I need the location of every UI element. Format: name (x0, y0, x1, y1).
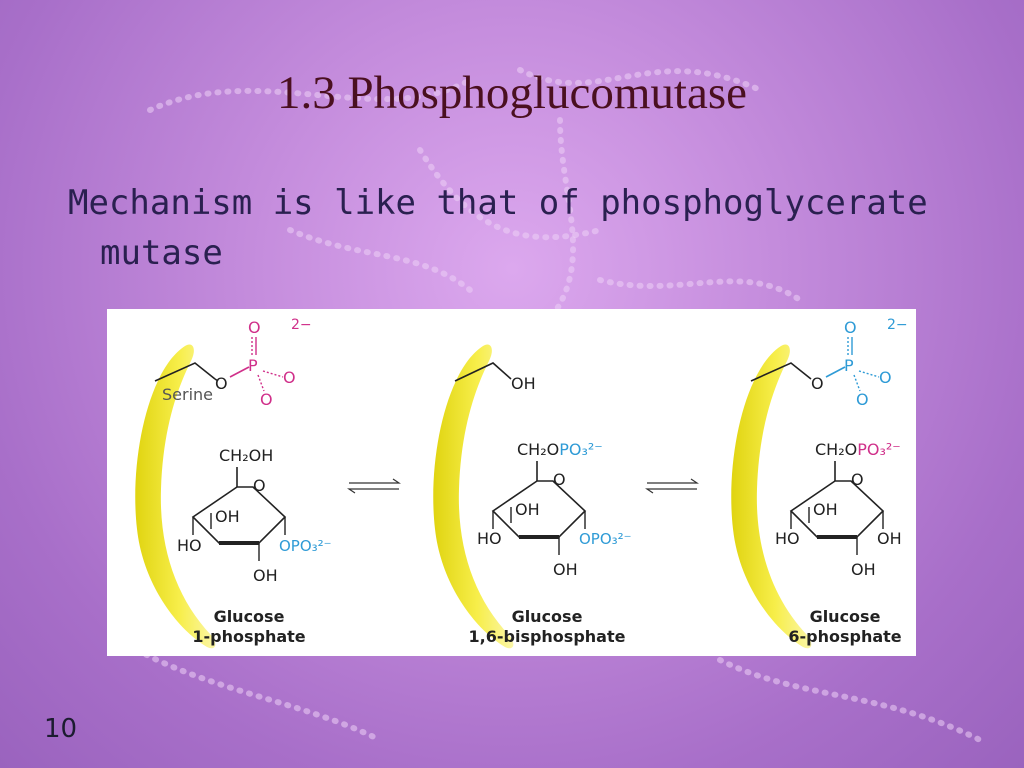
ring-o: O (553, 470, 566, 489)
c3-oh: OH (813, 500, 838, 519)
ring-o: O (253, 476, 266, 495)
compound-name-line2: 1,6-bisphosphate (469, 627, 626, 646)
slide-title: 1.3 Phosphoglucomutase (277, 67, 747, 119)
o-right: O (879, 368, 892, 387)
ring-o: O (851, 470, 864, 489)
o-top: O (248, 318, 261, 337)
c6-phospho: PO₃²⁻ (857, 440, 901, 459)
serine-side-chain (750, 362, 812, 382)
o-right: O (283, 368, 296, 387)
body-line-2: mutase (100, 233, 223, 273)
page-number: 10 (44, 714, 78, 744)
serine-oh: OH (511, 374, 536, 393)
c3-oh: OH (215, 507, 240, 526)
c4-ho: HO (775, 529, 800, 548)
serine-side-chain (454, 362, 512, 382)
enzyme-crescent (135, 344, 216, 649)
panel-glucose-6-phosphate: O P O O O 2− CH₂OPO₃²⁻ O OH HO OH OH Glu… (731, 317, 908, 649)
o-bottom: O (856, 390, 869, 409)
c6-prefix: CH₂OPO₃²⁻ (815, 440, 901, 459)
compound-name-line1: Glucose (810, 607, 881, 626)
c1-substituent: OPO₃²⁻ (279, 537, 332, 555)
phosphorus-label: P (844, 356, 854, 375)
c2-oh: OH (553, 560, 578, 579)
phosphorus-label: P (248, 356, 258, 375)
charge-label: 2− (291, 317, 312, 333)
body-text: Mechanism is like that of phosphoglycera… (68, 178, 968, 278)
c4-ho: HO (177, 536, 202, 555)
c3-oh: OH (515, 500, 540, 519)
equilibrium-arrow-2 (645, 478, 699, 494)
compound-name-line1: Glucose (214, 607, 285, 626)
mechanism-diagram: Serine O P O O O 2− CH₂OH O OH HO OH (135, 317, 908, 649)
c6-label: CH₂OH (219, 446, 273, 465)
c6-prefix: CH₂OPO₃²⁻ (517, 440, 603, 459)
o-top: O (844, 318, 857, 337)
charge-label: 2− (887, 317, 908, 333)
body-line-1: Mechanism is like that of phosphoglycera… (68, 183, 928, 223)
mechanism-figure: Serine O P O O O 2− CH₂OH O OH HO OH (107, 309, 916, 656)
side-chain-o: O (811, 374, 824, 393)
serine-side-chain (154, 362, 216, 382)
c2-oh: OH (851, 560, 876, 579)
panel-glucose-1-phosphate: Serine O P O O O 2− CH₂OH O OH HO OH (135, 317, 332, 649)
compound-name-line1: Glucose (512, 607, 583, 626)
enzyme-crescent (433, 344, 514, 649)
side-chain-o: O (215, 374, 228, 393)
c6-phospho: PO₃²⁻ (559, 440, 603, 459)
serine-label: Serine (162, 385, 213, 404)
enzyme-crescent (731, 344, 812, 649)
c2-oh: OH (253, 566, 278, 585)
panel-glucose-1-6-bisphosphate: OH CH₂OPO₃²⁻ O OH HO OH OPO₃²⁻ Glucose 1… (433, 344, 632, 649)
o-bottom: O (260, 390, 273, 409)
compound-name-line2: 6-phosphate (788, 627, 901, 646)
c1-oh: OH (877, 529, 902, 548)
compound-name-line2: 1-phosphate (192, 627, 305, 646)
equilibrium-arrow-1 (347, 478, 401, 494)
c1-substituent: OPO₃²⁻ (579, 530, 632, 548)
c4-ho: HO (477, 529, 502, 548)
